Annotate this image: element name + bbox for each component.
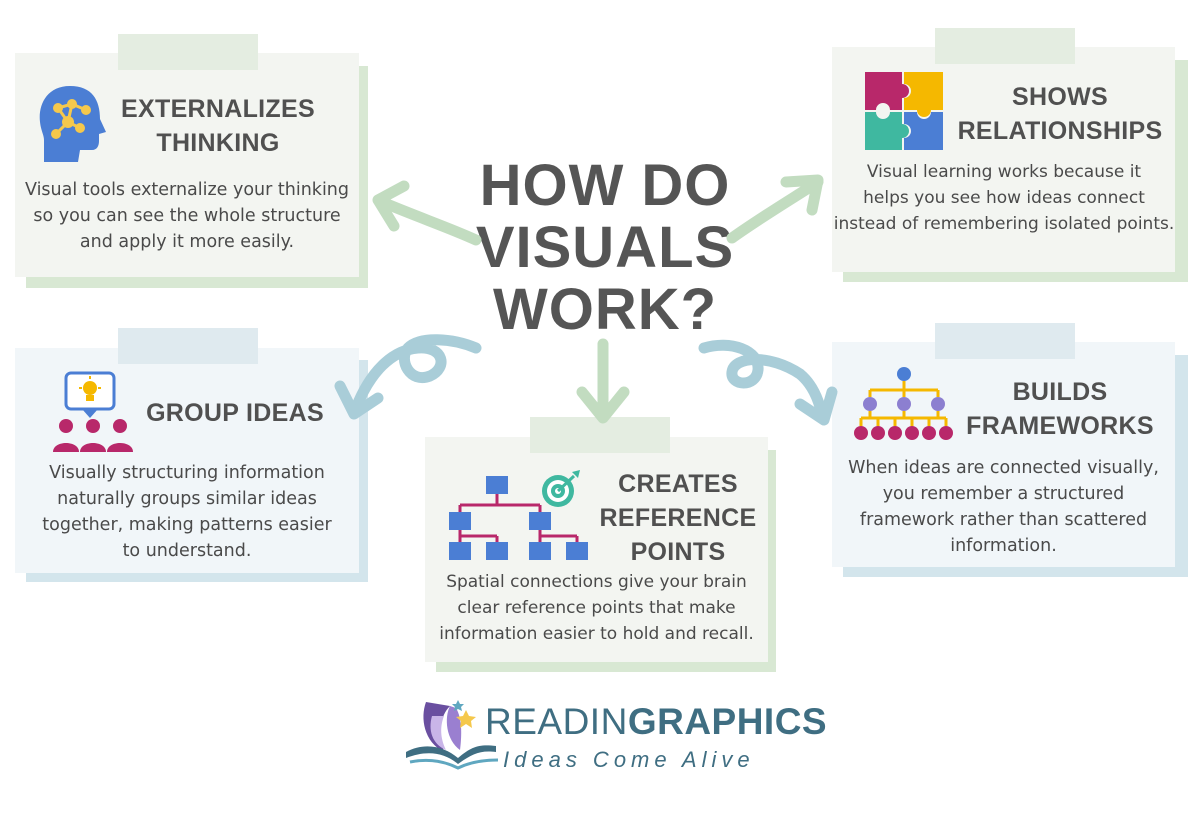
tape-strip xyxy=(118,328,258,364)
body-line: framework rather than scattered xyxy=(859,510,1148,530)
main-title-line: VISUALS xyxy=(475,215,735,280)
body-line: instead of remembering isolated points. xyxy=(833,214,1175,234)
body-line: helps you see how ideas connect xyxy=(863,188,1145,208)
arrowhead-externalizes xyxy=(372,180,410,232)
card-body: Spatial connections give your brain clea… xyxy=(425,569,768,647)
arrowhead-relationships xyxy=(780,174,824,216)
brand-name: READINGRAPHICS xyxy=(485,700,827,744)
card-body: Visual learning works because it helps y… xyxy=(825,159,1183,237)
body-line: so you can see the whole structure xyxy=(33,206,341,226)
body-line: information easier to hold and recall. xyxy=(439,624,754,644)
brand-name-part: READIN xyxy=(485,701,628,742)
card-body: When ideas are connected visually, you r… xyxy=(832,455,1175,559)
main-title-line: HOW DO xyxy=(479,153,731,218)
body-line: Visually structuring information xyxy=(49,463,325,483)
main-title-line: WORK? xyxy=(492,277,718,342)
body-line: and apply it more easily. xyxy=(79,232,295,252)
body-line: naturally groups similar ideas xyxy=(57,489,317,509)
card-title: CREATES REFERENCE POINTS xyxy=(598,467,758,569)
card-body: Visual tools externalize your thinking s… xyxy=(15,177,359,255)
arrow-to-externalizes xyxy=(376,196,482,246)
body-line: to understand. xyxy=(122,541,252,561)
brand-name-part: GRAPHICS xyxy=(627,701,828,742)
tape-strip xyxy=(530,417,670,453)
tape-strip xyxy=(935,323,1075,359)
body-line: clear reference points that make xyxy=(457,598,736,618)
card-panel xyxy=(832,342,1175,567)
arrow-to-relationships xyxy=(726,176,824,244)
title-line: CREATES xyxy=(618,470,738,498)
arrow-to-frameworks xyxy=(698,339,828,420)
title-line: BUILDS xyxy=(1012,378,1108,406)
card-body: Visually structuring information natural… xyxy=(15,460,359,564)
card-title: GROUP IDEAS xyxy=(140,396,330,430)
title-line: SHOWS xyxy=(1012,83,1108,111)
body-line: information. xyxy=(950,536,1057,556)
title-line: RELATIONSHIPS xyxy=(957,117,1163,145)
brand-tagline: Ideas Come Alive xyxy=(503,747,755,772)
title-line: FRAMEWORKS xyxy=(966,412,1154,440)
arrow-to-group-ideas xyxy=(350,334,482,414)
title-line: POINTS xyxy=(630,538,726,566)
card-panel xyxy=(425,437,768,662)
arrowhead-frameworks xyxy=(794,386,838,426)
title-line: THINKING xyxy=(156,129,280,157)
arrowhead-group-ideas xyxy=(334,380,384,420)
tape-strip xyxy=(935,28,1075,64)
body-line: Visual learning works because it xyxy=(866,162,1142,182)
body-line: together, making patterns easier xyxy=(42,515,332,535)
card-title: EXTERNALIZES THINKING xyxy=(118,92,318,160)
title-line: EXTERNALIZES xyxy=(121,95,315,123)
title-line: REFERENCE xyxy=(599,504,757,532)
main-title: HOW DO VISUALS WORK? xyxy=(440,155,770,341)
tape-strip xyxy=(118,34,258,70)
title-line: GROUP IDEAS xyxy=(146,399,324,427)
body-line: Spatial connections give your brain xyxy=(446,572,747,592)
body-line: When ideas are connected visually, xyxy=(848,458,1159,478)
body-line: you remember a structured xyxy=(882,484,1125,504)
card-title: BUILDS FRAMEWORKS xyxy=(962,375,1158,443)
body-line: Visual tools externalize your thinking xyxy=(24,180,350,200)
arrowhead-reference xyxy=(576,386,630,424)
card-title: SHOWS RELATIONSHIPS xyxy=(955,80,1165,148)
